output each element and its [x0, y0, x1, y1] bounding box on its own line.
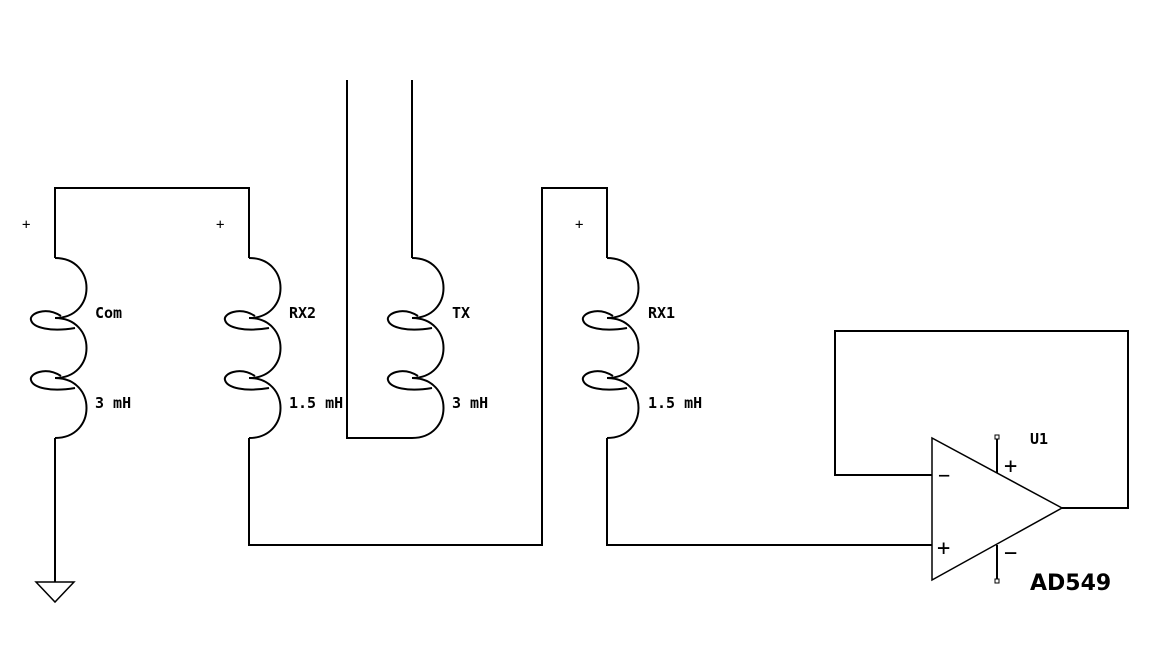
- wire-rx1-opamp-plus: [606, 438, 932, 546]
- opamp-supply-neg-sign: −: [1004, 541, 1017, 566]
- inductor-rx2: + RX2 1.5 mH: [216, 217, 343, 412]
- inductor-curl-tx-1: [386, 310, 433, 331]
- inductor-com: + Com 3 mH: [22, 217, 131, 412]
- inductor-tx-name: TX: [452, 304, 470, 322]
- inductor-com-polarity: +: [22, 217, 30, 233]
- inductor-rx1-polarity: +: [575, 217, 583, 233]
- inductor-rx1: + RX1 1.5 mH: [575, 217, 702, 412]
- opamp-ref-label: U1: [1030, 430, 1048, 448]
- inductor-tx-value: 3 mH: [452, 394, 488, 412]
- wire-rx2-rx1-series: [248, 187, 608, 546]
- opamp-model-label: AD549: [1030, 571, 1111, 596]
- inductor-curl-com-2: [29, 370, 76, 391]
- inductor-curl-rx2-1: [223, 310, 270, 331]
- inductor-coil-rx2: [248, 257, 282, 439]
- inductor-coil-com: [54, 257, 88, 439]
- inductor-rx2-polarity: +: [216, 217, 224, 233]
- opamp-supply-pos-terminal: [994, 434, 1000, 440]
- wire-com-rx2-top: [54, 187, 250, 258]
- inductor-curl-tx-2: [386, 370, 433, 391]
- inductor-curl-rx2-2: [223, 370, 270, 391]
- opamp-supply-pos-sign: +: [1004, 454, 1017, 479]
- wire-tx-lead-left: [346, 80, 412, 439]
- inductor-coils: [29, 257, 640, 439]
- inductor-curl-rx1-2: [581, 370, 628, 391]
- inductor-com-name: Com: [95, 304, 122, 322]
- wires: [54, 80, 1129, 582]
- inductor-rx2-value: 1.5 mH: [289, 394, 343, 412]
- opamp-noninverting-sign: +: [937, 536, 950, 561]
- inductor-curl-rx1-1: [581, 310, 628, 331]
- inductor-coil-rx1: [606, 257, 640, 439]
- inductor-com-value: 3 mH: [95, 394, 131, 412]
- inductor-rx1-name: RX1: [648, 304, 675, 322]
- inductor-curl-com-1: [29, 310, 76, 331]
- wire-feedback: [834, 330, 1129, 509]
- inductor-rx2-name: RX2: [289, 304, 316, 322]
- opamp-inverting-sign: −: [938, 463, 950, 487]
- ground-symbol-icon: [34, 581, 76, 604]
- opamp-u1: − + + − U1 AD549: [931, 430, 1111, 596]
- inductor-rx1-value: 1.5 mH: [648, 394, 702, 412]
- inductor-tx: TX 3 mH: [452, 304, 488, 412]
- inductor-coil-tx: [411, 257, 445, 439]
- opamp-supply-neg-terminal: [994, 578, 1000, 584]
